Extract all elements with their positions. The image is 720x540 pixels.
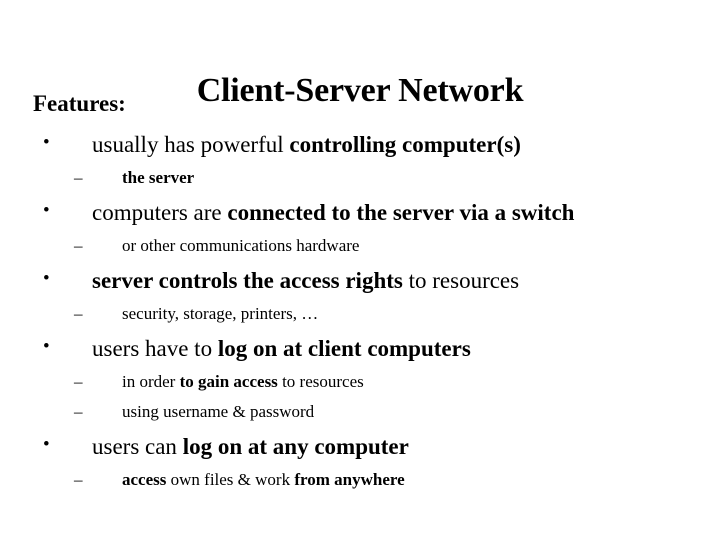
sub-bullet-list: – or other communications hardware	[0, 237, 720, 254]
sub-4-2-seg-0: using username & password	[122, 402, 315, 421]
sub-5-1-seg-0: access	[122, 470, 167, 489]
bullet-dot-icon: •	[43, 200, 50, 221]
sub-bullet-text-2-1: – or other communications hardware	[0, 237, 720, 254]
bullet-dot-icon: •	[43, 268, 50, 289]
sub-3-1-seg-0: security, storage, printers, …	[122, 304, 319, 323]
bullet-dot-icon: •	[43, 434, 50, 455]
sub-bullet-text-5-1: – access own files & work from anywhere	[0, 471, 720, 488]
sub-4-1-seg-1: to gain access	[179, 372, 278, 391]
sub-bullet-list: – access own files & work from anywhere	[0, 471, 720, 488]
bullet-4-seg-0: users have to	[92, 336, 218, 361]
slide-body: Features: • usually has powerful controll…	[0, 92, 720, 488]
sub-bullet-dash-icon: –	[74, 304, 83, 323]
bullet-item: • users can log on at any computer – access…	[0, 435, 720, 488]
sub-1-1-seg-0: the server	[122, 168, 195, 187]
sub-bullet-text-1-1: – the server	[0, 169, 720, 186]
bullet-5-seg-0: users can	[92, 434, 183, 459]
sub-bullet-list: – in order to gain access to resources – us…	[0, 373, 720, 420]
bullet-2-seg-1: connected to the server via a switch	[227, 200, 575, 225]
bullet-4-seg-1: log on at client computers	[217, 336, 471, 361]
sub-bullet-dash-icon: –	[74, 168, 83, 187]
sub-4-1-seg-2: to resources	[277, 372, 364, 391]
sub-bullet-dash-icon: –	[74, 372, 83, 391]
bullet-2-seg-0: computers are	[92, 200, 228, 225]
bullet-3-seg-1: to resources	[402, 268, 520, 293]
bullet-item: • server controls the access rights to re…	[0, 269, 720, 322]
bullet-item: • computers are connected to the server v…	[0, 201, 720, 254]
features-heading: Features:	[33, 91, 126, 116]
sub-5-1-seg-1: own files & work	[166, 470, 295, 489]
bullet-dot-icon: •	[43, 132, 50, 153]
sub-5-1-seg-2: from anywhere	[294, 470, 405, 489]
bullet-text-3: • server controls the access rights to re…	[0, 269, 720, 292]
sub-bullet-text-3-1: – security, storage, printers, …	[0, 305, 720, 322]
bullet-text-1: • usually has powerful controlling comput…	[0, 133, 720, 156]
bullet-text-4: • users have to log on at client computer…	[0, 337, 720, 360]
sub-bullet-list: – security, storage, printers, …	[0, 305, 720, 322]
bullet-dot-icon: •	[43, 336, 50, 357]
sub-bullet-dash-icon: –	[74, 402, 83, 421]
sub-bullet-text-4-2: – using username & password	[0, 403, 720, 420]
bullet-item: • users have to log on at client computer…	[0, 337, 720, 420]
sub-4-1-seg-0: in order	[122, 372, 180, 391]
page-title: Client-Server Network	[196, 71, 524, 109]
bullet-1-seg-0: usually has powerful	[92, 132, 290, 157]
bullet-3-seg-0: server controls the access rights	[92, 268, 403, 293]
sub-bullet-text-4-1: – in order to gain access to resources	[0, 373, 720, 390]
sub-bullet-dash-icon: –	[74, 470, 83, 489]
bullet-text-2: • computers are connected to the server v…	[0, 201, 720, 224]
bullet-item: • usually has powerful controlling comput…	[0, 133, 720, 186]
features-bullet-list: • usually has powerful controlling comput…	[0, 133, 720, 488]
sub-2-1-seg-0: or other communications hardware	[122, 236, 360, 255]
bullet-1-seg-1: controlling computer(s)	[289, 132, 521, 157]
bullet-text-5: • users can log on at any computer	[0, 435, 720, 458]
bullet-5-seg-1: log on at any computer	[182, 434, 409, 459]
sub-bullet-dash-icon: –	[74, 236, 83, 255]
sub-bullet-list: – the server	[0, 169, 720, 186]
